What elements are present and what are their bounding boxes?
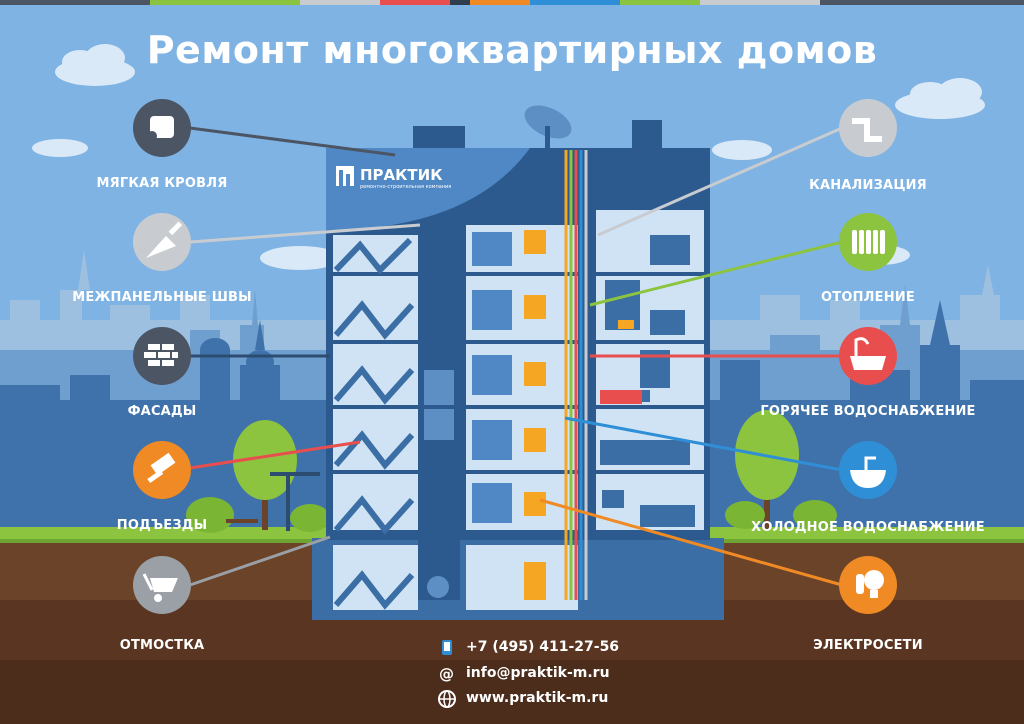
brick-icon	[133, 327, 191, 385]
apartment-building	[312, 105, 724, 620]
contact-icons: @	[438, 640, 456, 708]
wheelbarrow-icon	[133, 556, 191, 614]
connector-lines	[189, 126, 843, 587]
contact-email-text: info@praktik-m.ru	[466, 665, 610, 681]
label-roofing: МЯГКАЯ КРОВЛЯ	[96, 176, 228, 191]
contact-website[interactable]: www.praktik-m.ru	[436, 690, 608, 706]
globe-icon	[438, 690, 456, 708]
trowel-icon	[133, 213, 191, 271]
service-icons	[133, 99, 897, 614]
brand-logo-icon	[336, 166, 354, 186]
contact-phone-text: +7 (495) 411-27-56	[466, 639, 620, 655]
label-entrances: ПОДЪЕЗДЫ	[116, 518, 208, 533]
page-title: Ремонт многоквартирных домов	[146, 28, 878, 72]
label-facades: ФАСАДЫ	[127, 404, 197, 419]
phone-icon	[442, 640, 452, 655]
brand-tagline: ремонтно-строительная компания	[360, 184, 452, 190]
contact-phone[interactable]: +7 (495) 411-27-56	[436, 639, 619, 655]
radiator-icon	[839, 213, 897, 271]
label-hot-water: ГОРЯЧЕЕ ВОДОСНАБЖЕНИЕ	[760, 404, 976, 419]
label-panel-joints: МЕЖПАНЕЛЬНЫЕ ШВЫ	[72, 290, 252, 305]
paint-brush-icon	[133, 441, 191, 499]
top-color-strip	[0, 0, 1024, 5]
label-electrical: ЭЛЕКТРОСЕТИ	[813, 638, 923, 653]
label-heating: ОТОПЛЕНИЕ	[821, 290, 915, 305]
email-icon: @	[439, 665, 454, 683]
label-cold-water: ХОЛОДНОЕ ВОДОСНАБЖЕНИЕ	[751, 520, 985, 535]
roll-icon	[133, 99, 191, 157]
lightbulb-icon	[839, 556, 897, 614]
contact-email[interactable]: info@praktik-m.ru	[436, 665, 610, 681]
sink-icon	[839, 441, 897, 499]
clouds	[32, 44, 985, 270]
pipe-icon	[839, 99, 897, 157]
contact-website-text: www.praktik-m.ru	[466, 690, 609, 706]
label-blind-area: ОТМОСТКА	[119, 638, 205, 653]
bathtub-icon	[839, 327, 897, 385]
brand-name: ПРАКТИК	[360, 166, 443, 184]
label-sewerage: КАНАЛИЗАЦИЯ	[809, 178, 927, 193]
svg-text:@: @	[439, 665, 454, 683]
